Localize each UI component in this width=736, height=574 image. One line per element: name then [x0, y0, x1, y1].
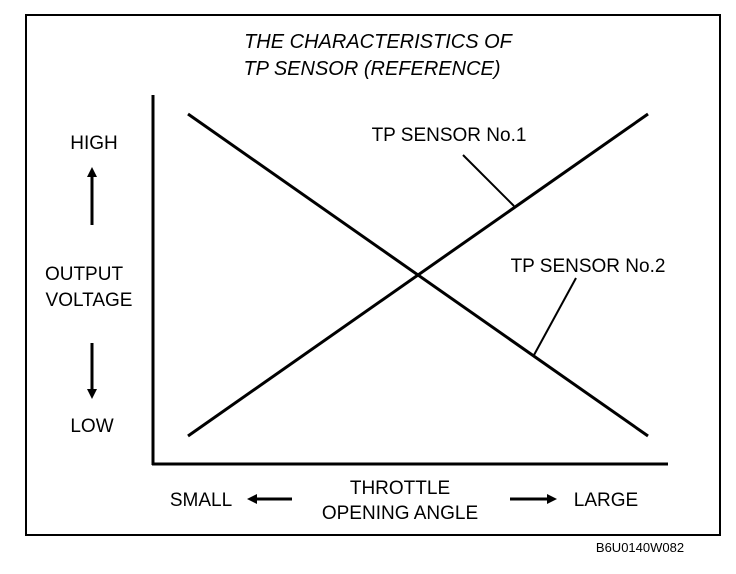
- series-2-line: [187, 112, 649, 438]
- series-2-label: TP SENSOR No.2: [511, 256, 666, 277]
- y-low-label: LOW: [70, 416, 113, 437]
- figure-code: B6U0140W082: [596, 540, 684, 555]
- figure-frame: [25, 14, 721, 536]
- y-high-label: HIGH: [70, 133, 118, 154]
- chart-title-line-1: THE CHARACTERISTICS OF: [244, 31, 514, 53]
- series-1-label: TP SENSOR No.1: [372, 125, 527, 146]
- series-1-leader-line: [462, 154, 515, 207]
- chart-title-line-2: TP SENSOR (REFERENCE): [243, 58, 500, 80]
- x-axis-label-line-1: THROTTLE: [350, 478, 450, 499]
- x-large-label: LARGE: [574, 490, 638, 511]
- x-axis-label-line-2: OPENING ANGLE: [322, 503, 478, 524]
- y-axis-label-line-2: VOLTAGE: [46, 290, 133, 311]
- y-axis-label-line-1: OUTPUT: [45, 264, 124, 285]
- series-layer: [187, 112, 649, 438]
- series-2-leader-line: [533, 277, 577, 356]
- x-small-label: SMALL: [170, 490, 232, 511]
